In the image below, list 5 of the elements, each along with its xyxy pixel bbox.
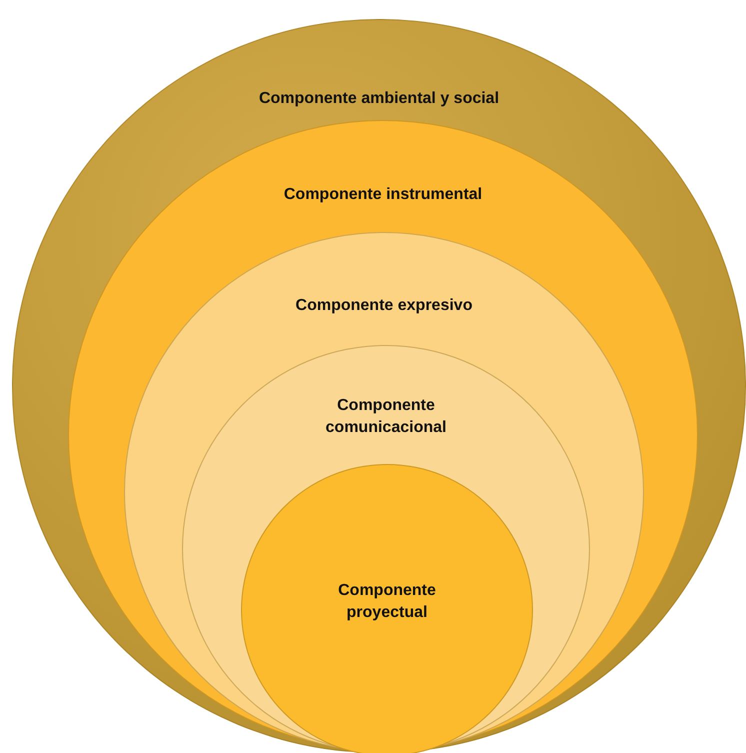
circle-label: Componente instrumental (282, 185, 484, 205)
circle-label: Componente expresivo (294, 296, 474, 316)
circle-label: Componente comunicacional (324, 396, 448, 438)
circle-label: Componente ambiental y social (258, 89, 500, 109)
circle-label: Componente proyectual (337, 581, 437, 623)
